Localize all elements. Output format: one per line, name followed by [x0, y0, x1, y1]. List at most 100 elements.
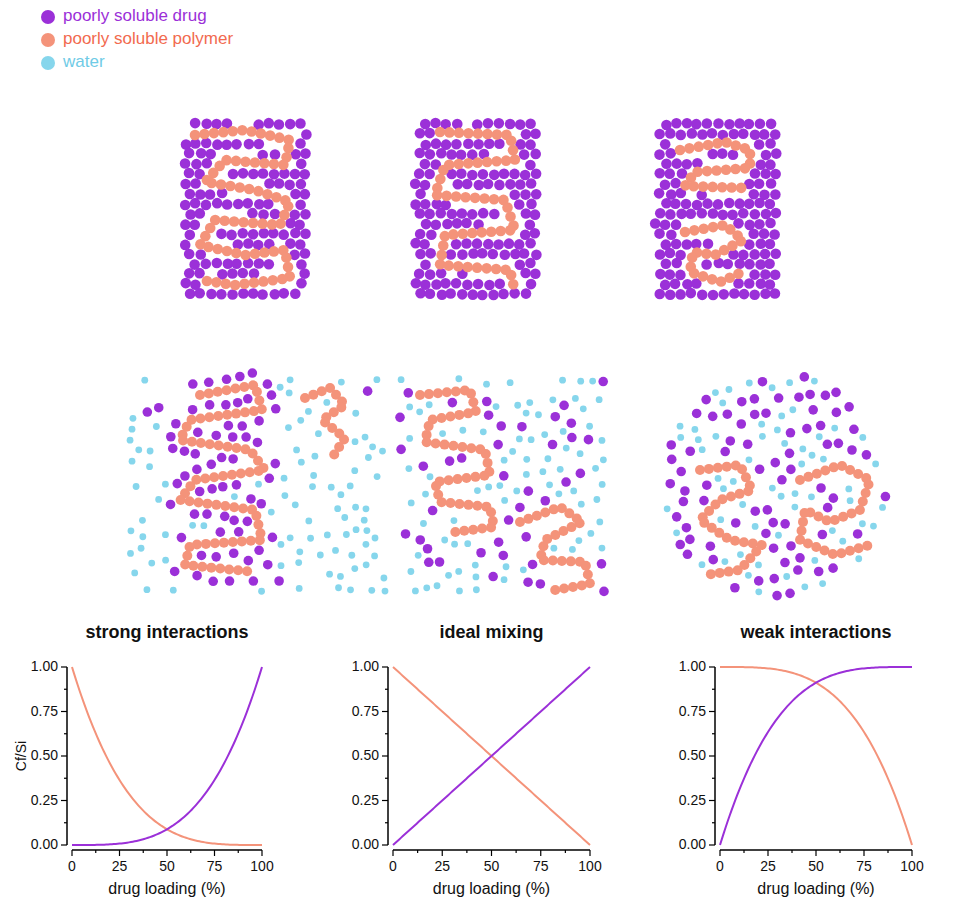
water-molecule: [759, 433, 766, 440]
x-tick-label: 0: [68, 859, 76, 874]
water-molecule: [456, 588, 463, 595]
drug-molecule: [780, 558, 790, 568]
water-molecule: [341, 514, 348, 521]
drug-molecule: [802, 424, 812, 434]
drug-molecule: [660, 219, 671, 230]
drug-molecule: [489, 209, 500, 220]
drug-molecule: [216, 527, 226, 537]
drug-molecule: [461, 218, 472, 229]
drug-molecule: [299, 268, 310, 279]
drug-molecule: [748, 228, 759, 239]
polymer-bead: [250, 248, 261, 259]
polymer-bead: [231, 409, 241, 419]
water-molecule: [324, 532, 331, 539]
drug-molecule: [452, 218, 463, 229]
drug-molecule: [180, 179, 191, 190]
water-molecule: [286, 390, 293, 397]
polymer-bead: [707, 182, 718, 193]
drug-molecule: [769, 229, 780, 240]
polymer-bead: [231, 248, 242, 259]
drug-molecule: [216, 229, 227, 240]
drug-molecule: [415, 128, 426, 139]
drug-molecule: [724, 119, 735, 130]
drug-molecule: [675, 540, 685, 550]
drug-molecule: [192, 465, 202, 475]
water-molecule: [305, 518, 312, 525]
drug-molecule: [768, 518, 778, 528]
drug-molecule: [793, 565, 803, 575]
polymer-bead: [710, 249, 721, 260]
x-tick: [839, 850, 840, 853]
drug-molecule: [748, 189, 759, 200]
drug-molecule: [415, 535, 425, 545]
water-molecule: [550, 545, 557, 552]
drug-molecule: [180, 158, 191, 169]
drug-molecule: [514, 239, 525, 250]
solid-dispersion: [410, 118, 542, 301]
drug-molecule: [770, 189, 781, 200]
drug-molecule: [525, 160, 536, 171]
drug-molecule: [204, 377, 214, 387]
drug-molecule: [498, 551, 508, 561]
drug-molecule: [729, 129, 740, 140]
drug-molecule: [654, 289, 665, 300]
water-molecule: [412, 588, 419, 595]
drug-molecule: [661, 158, 672, 169]
drug-molecule: [457, 208, 468, 219]
drug-molecule: [419, 461, 429, 471]
drug-molecule: [523, 577, 533, 587]
drug-molecule: [733, 278, 744, 289]
water-molecule: [801, 583, 808, 590]
y-tick: [382, 711, 388, 712]
x-tick: [238, 850, 239, 853]
polymer-bead: [505, 225, 516, 236]
water-molecule: [127, 437, 134, 444]
drug-molecule: [725, 436, 735, 446]
water-molecule: [816, 433, 823, 440]
drug-molecule: [477, 248, 488, 259]
drug-molecule: [274, 576, 284, 586]
drug-molecule: [671, 239, 682, 250]
drug-molecule: [482, 397, 492, 407]
water-molecule: [577, 450, 584, 457]
x-tick: [589, 850, 590, 856]
polymer-bead: [206, 178, 217, 189]
drug-molecule: [484, 138, 495, 149]
drug-molecule: [218, 482, 228, 492]
water-molecule: [441, 537, 448, 544]
drug-molecule: [750, 168, 761, 179]
drug-molecule: [206, 460, 216, 470]
polymer-bead: [442, 387, 452, 397]
polymer-bead: [239, 278, 250, 289]
polymer-bead: [506, 136, 517, 147]
drug-molecule: [192, 571, 202, 581]
drug-molecule: [202, 509, 212, 519]
polymer-bead: [211, 277, 222, 288]
polymer-bead: [861, 488, 871, 498]
drug-molecule: [300, 228, 311, 239]
drug-molecule: [243, 394, 253, 404]
drug-molecule: [675, 130, 686, 141]
drug-molecule: [650, 218, 661, 229]
drug-molecule: [530, 268, 541, 279]
drug-molecule: [519, 248, 530, 259]
polymer-bead: [437, 497, 447, 507]
drug-molecule: [301, 129, 312, 140]
polymer-bead: [492, 129, 503, 140]
drug-molecule: [660, 280, 671, 291]
drug-molecule: [722, 259, 733, 270]
polymer-bead: [472, 262, 483, 273]
drug-molecule: [750, 129, 761, 140]
polymer-bead: [438, 165, 449, 176]
drug-molecule: [205, 400, 215, 410]
drug-molecule: [749, 289, 760, 300]
polymer-bead: [495, 226, 506, 237]
drug-molecule: [263, 118, 274, 129]
water-molecule: [298, 459, 305, 466]
polymer-bead: [195, 414, 205, 424]
water-molecule: [347, 483, 354, 490]
polymer-bead: [254, 396, 264, 406]
water-molecule: [416, 408, 423, 415]
drug-molecule: [770, 288, 781, 299]
polymer-bead: [462, 473, 472, 483]
